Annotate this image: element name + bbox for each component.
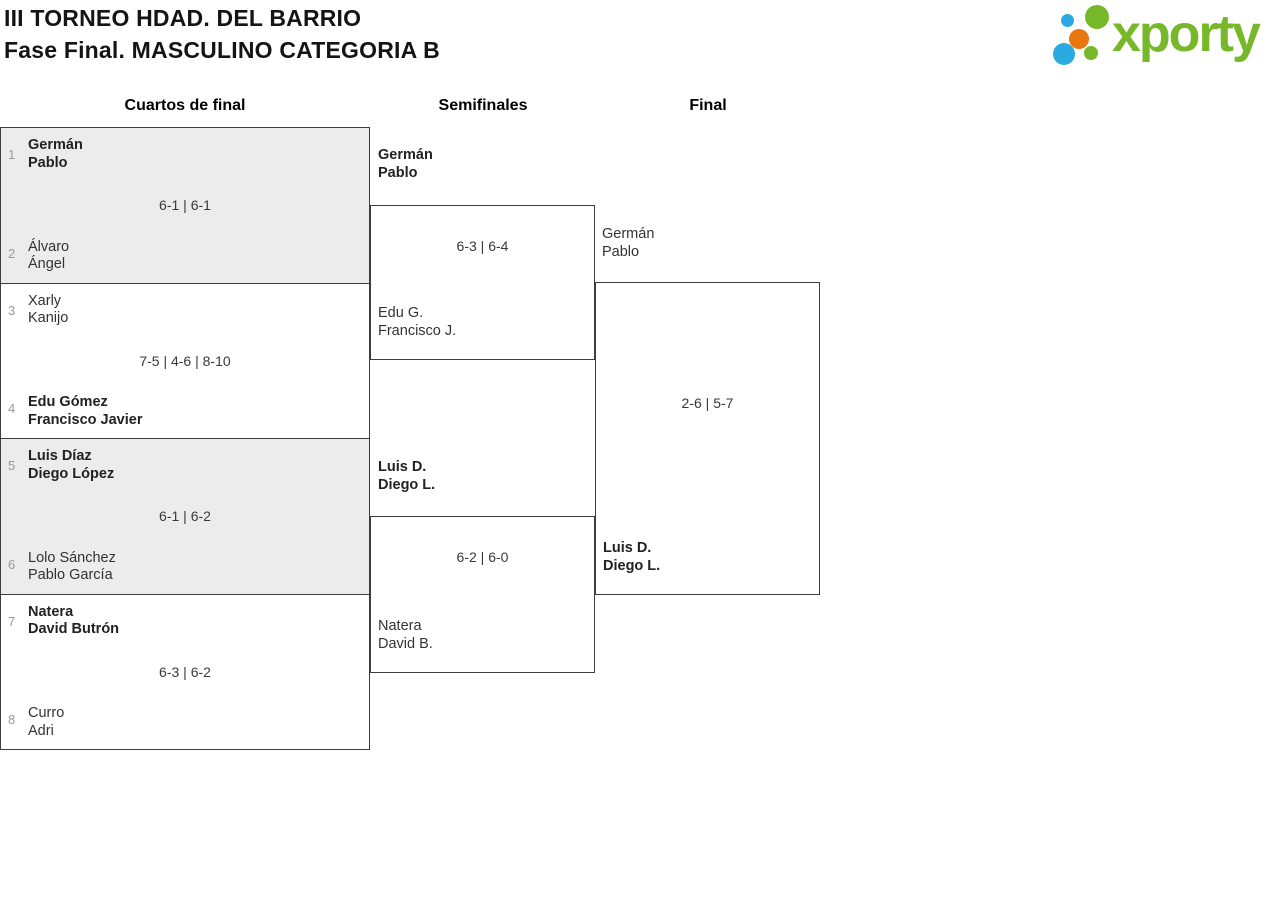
tournament-title-line2: Fase Final. MASCULINO CATEGORIA B [4, 37, 440, 63]
team-member: Curro [28, 705, 65, 721]
seed-number: 3 [8, 302, 16, 318]
quarterfinal-match-1: 1 Germán Pablo 6-1 | 6-1 2 Álvaro Ángel [1, 128, 369, 283]
team-names: Edu Gómez Francisco Javier [28, 394, 142, 429]
seed-number: 2 [8, 245, 16, 261]
team-member: Germán [602, 226, 655, 242]
team-member: Edu Gómez [28, 394, 108, 410]
match-score: 6-1 | 6-2 [159, 508, 211, 525]
team-member: Luis Díaz [28, 448, 92, 464]
team-member: Adri [28, 722, 54, 739]
round-header-quarterfinals: Cuartos de final [124, 97, 246, 114]
seed-number: 5 [8, 458, 16, 473]
team-member: David B. [378, 635, 433, 652]
quarterfinals-column: 1 Germán Pablo 6-1 | 6-1 2 Álvaro Ángel … [0, 127, 370, 750]
match-score: 6-3 | 6-4 [456, 238, 509, 254]
xporty-logo[interactable]: xporty [1050, 0, 1278, 68]
team-names: Curro Adri [28, 705, 64, 740]
semifinal-1-top-team: Germán Pablo [378, 147, 433, 182]
team-member: Edu G. [378, 305, 424, 321]
match-score: 7-5 | 4-6 | 8-10 [139, 352, 231, 369]
team-member: Ángel [28, 256, 66, 272]
round-header-semifinals: Semifinales [438, 97, 528, 114]
logo-dot-icon [1085, 5, 1109, 29]
seed-number: 1 [8, 147, 16, 162]
team-member: Luis D. [378, 459, 427, 475]
logo-dot-icon [1069, 29, 1089, 49]
semifinal-2-bottom-team: Natera David B. [378, 618, 433, 653]
seed-number: 7 [8, 613, 16, 629]
semifinal-1-match-box: 6-3 | 6-4 Edu G. Francisco J. [370, 205, 595, 360]
quarterfinal-match-2: 3 Xarly Kanijo 7-5 | 4-6 | 8-10 4 Edu Gó… [1, 282, 369, 438]
team-member: Pablo [28, 154, 68, 171]
team-member: Germán [28, 137, 83, 153]
logo-dot-icon [1084, 46, 1098, 60]
match-score: 6-3 | 6-2 [159, 663, 211, 680]
tournament-title: III TORNEO HDAD. DEL BARRIO Fase Final. … [4, 2, 440, 66]
tournament-title-line1: III TORNEO HDAD. DEL BARRIO [4, 5, 362, 31]
seed-number: 4 [8, 401, 16, 416]
match-score: 6-2 | 6-0 [456, 549, 509, 565]
quarterfinal-match-3: 5 Luis Díaz Diego López 6-1 | 6-2 6 Lolo… [1, 438, 369, 594]
semifinal-2-top-team: Luis D. Diego L. [378, 459, 435, 494]
final-bottom-team: Luis D. Diego L. [603, 540, 660, 575]
team-member: Xarly [28, 292, 62, 309]
team-member: Lolo Sánchez [28, 549, 116, 566]
final-top-team: Germán Pablo [602, 226, 654, 261]
team-member: Diego L. [378, 476, 436, 493]
team-member: Francisco J. [378, 322, 457, 339]
team-member: Natera [378, 618, 422, 634]
semifinal-1-bottom-team: Edu G. Francisco J. [378, 305, 456, 340]
team-member: Natera [28, 603, 74, 620]
team-member: Luis D. [603, 540, 652, 556]
team-names: Germán Pablo [28, 137, 83, 172]
team-names: Xarly Kanijo [28, 293, 68, 328]
team-member: Álvaro [28, 238, 70, 255]
logo-wordmark: xporty [1112, 5, 1261, 63]
team-member: Diego López [28, 465, 115, 482]
team-member: Diego L. [603, 557, 661, 574]
quarterfinal-match-4: 7 Natera David Butrón 6-3 | 6-2 8 Curro … [1, 593, 369, 749]
match-score: 6-1 | 6-1 [159, 197, 211, 214]
team-member: Pablo [602, 243, 640, 260]
team-names: Luis Díaz Diego López [28, 448, 114, 483]
round-header-final: Final [689, 97, 727, 114]
final-match-box: 2-6 | 5-7 Luis D. Diego L. [595, 282, 820, 595]
match-score: 2-6 | 5-7 [681, 395, 734, 411]
team-names: Lolo Sánchez Pablo García [28, 550, 116, 585]
team-names: Álvaro Ángel [28, 239, 69, 274]
team-member: David Butrón [28, 621, 120, 637]
team-member: Pablo García [28, 567, 113, 583]
team-member: Germán [378, 147, 433, 163]
team-member: Kanijo [28, 310, 69, 326]
seed-number: 8 [8, 712, 16, 727]
team-member: Pablo [378, 164, 418, 181]
team-names: Natera David Butrón [28, 604, 119, 639]
logo-dot-icon [1053, 43, 1075, 65]
seed-number: 6 [8, 556, 16, 572]
logo-dot-icon [1061, 14, 1074, 27]
semifinal-2-match-box: 6-2 | 6-0 Natera David B. [370, 516, 595, 673]
team-member: Francisco Javier [28, 411, 143, 428]
